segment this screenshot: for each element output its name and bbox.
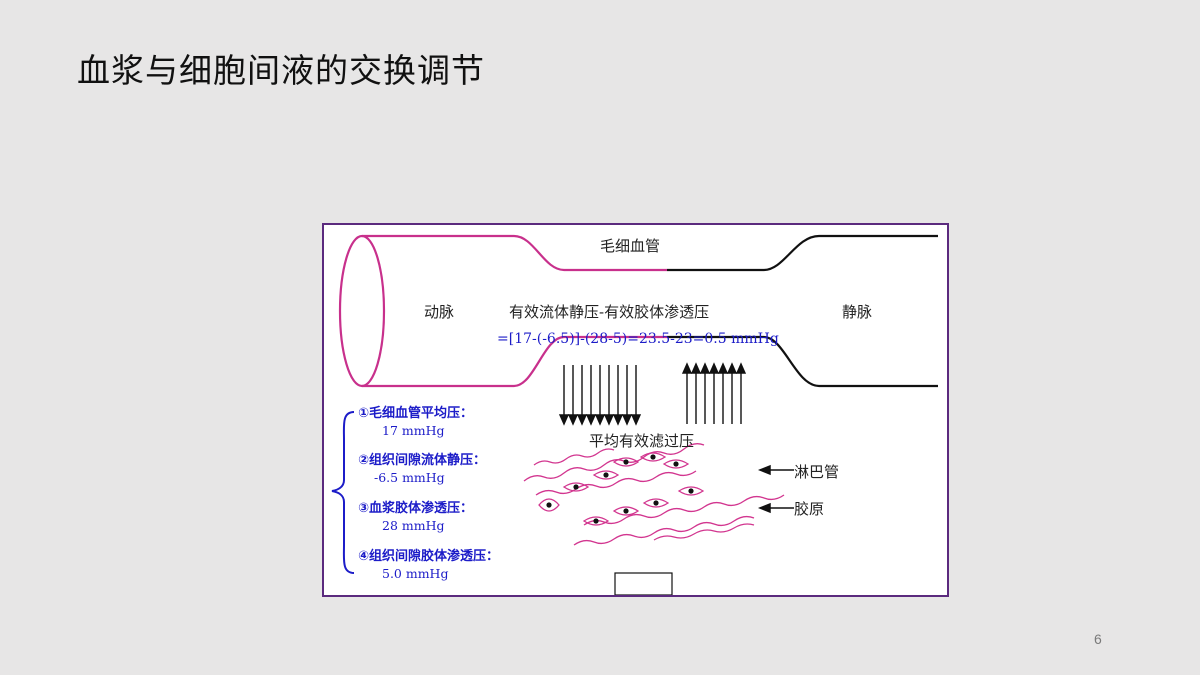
capillary-diagram-svg <box>331 234 938 595</box>
capillary-bottom-wall-arterial <box>362 335 667 388</box>
capillary-exchange-figure: 毛细血管 动脉 有效流体静压-有效胶体渗透压 静脉 =[17-(-6.5)]-(… <box>322 223 949 597</box>
vein-label: 静脉 <box>842 303 873 321</box>
collagen-fibers <box>523 443 785 546</box>
equation-text: 有效流体静压-有效胶体渗透压 <box>509 303 710 321</box>
capillary-top-wall-arterial <box>362 234 667 272</box>
collagen-label: 胶原 <box>794 500 825 518</box>
inflow-arrows <box>681 362 747 424</box>
pressure-value-3: 28 mmHg <box>382 518 445 533</box>
slide-title: 血浆与细胞间液的交换调节 <box>77 51 485 90</box>
pressure-formula: =[17-(-6.5)]-(28-5)=23.5-23=0.5 mmHg <box>497 331 779 347</box>
pressure-value-4: 5.0 mmHg <box>382 566 449 581</box>
pressure-name-3: ③血浆胶体渗透压： <box>358 501 474 516</box>
label-pointers <box>757 464 794 514</box>
capillary-label: 毛细血管 <box>600 237 661 255</box>
pressure-name-4: ④组织间隙胶体渗透压： <box>358 549 500 564</box>
outflow-arrows <box>558 365 642 426</box>
cell-nuclei <box>546 454 694 524</box>
filtration-pressure-label: 平均有效滤过压 <box>589 432 695 450</box>
pressure-value-2: -6.5 mmHg <box>374 470 445 485</box>
pressure-list-brace <box>331 411 355 574</box>
lymph-vessel-label: 淋巴管 <box>794 463 840 481</box>
capillary-top-wall-venous <box>667 234 938 272</box>
lymph-vessel-cells <box>538 452 705 526</box>
pressure-name-1: ①毛细血管平均压： <box>358 406 474 421</box>
artery-label: 动脉 <box>424 303 455 321</box>
page-number: 6 <box>1094 631 1102 647</box>
capillary-bottom-wall-venous <box>667 335 938 388</box>
blank-box <box>614 572 673 595</box>
pressure-name-2: ②组织间隙流体静压： <box>358 453 487 468</box>
pressure-value-1: 17 mmHg <box>382 423 445 438</box>
artery-opening <box>338 234 386 388</box>
